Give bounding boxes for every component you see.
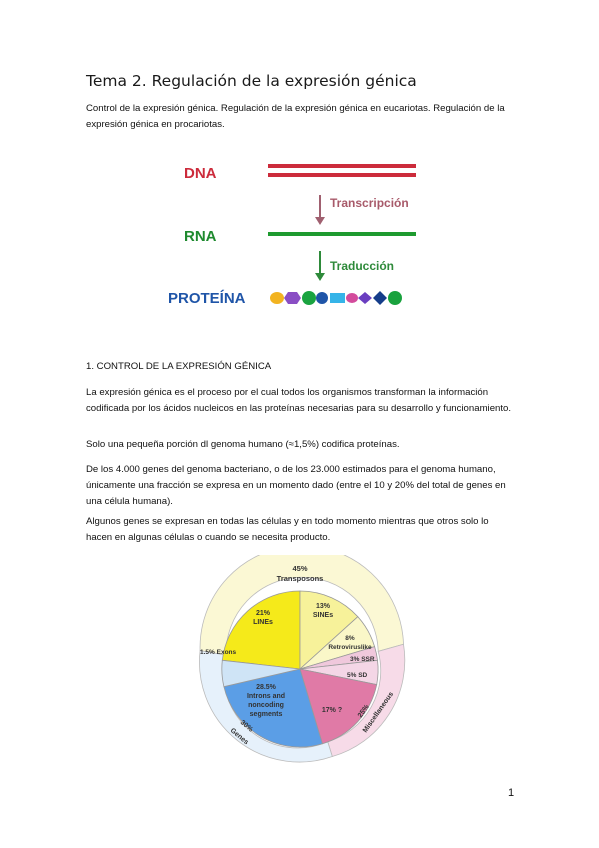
lines-percent: 21% — [256, 610, 271, 617]
protein-label: PROTEÍNA — [168, 290, 246, 307]
translation-arrowhead — [315, 273, 325, 281]
intro-paragraph: Control de la expresión génica. Regulaci… — [86, 103, 505, 130]
translation-label: Traducción — [330, 259, 394, 273]
sines-percent: 13% — [316, 603, 331, 610]
genome-composition-figure: 45% Transposons 25% Miscellaneous 30% Ge… — [199, 555, 406, 763]
introns-line1: Introns and — [247, 693, 285, 700]
section-heading: 1. CONTROL DE LA EXPRESIÓN GÉNICA — [86, 361, 272, 372]
introns-percent: 28.5% — [256, 684, 277, 691]
sines-slice — [299, 590, 359, 670]
dna-label: DNA — [184, 165, 217, 182]
lines-name: LINEs — [253, 619, 273, 626]
page-number: 1 — [508, 787, 515, 799]
unknown-slice — [299, 668, 378, 745]
retro-percent: 8% — [345, 635, 355, 642]
rna-label: RNA — [184, 228, 217, 245]
rna-strand — [268, 232, 416, 236]
transposons-percent: 45% — [292, 564, 307, 573]
dna-strand-top — [268, 164, 416, 168]
sines-name: SINEs — [313, 612, 333, 619]
paragraph-gene-fraction: De los 4.000 genes del genoma bacteriano… — [86, 464, 506, 507]
genes-ring — [199, 650, 333, 763]
transposons-name: Transposons — [277, 574, 324, 583]
retro-name: Retroviruslike — [328, 644, 372, 651]
protein-chain — [270, 291, 402, 305]
unknown-label: 17% ? — [322, 707, 342, 714]
transcription-label: Transcripción — [330, 196, 409, 210]
paragraph-genome-portion: Solo una pequeña porción dl genoma human… — [86, 439, 400, 450]
transcription-arrowhead — [315, 217, 325, 225]
introns-slice — [223, 668, 323, 748]
paragraph-gene-timing: Algunos genes se expresan en todas las c… — [86, 516, 489, 543]
central-dogma-diagram: DNA Transcripción RNA Traducción PROTEÍN… — [168, 164, 416, 307]
exons-slice — [221, 659, 301, 688]
lines-slice — [221, 590, 301, 670]
introns-line3: segments — [250, 711, 283, 718]
sd-label: 5% SD — [347, 672, 368, 679]
ssr-label: 3% SSR — [350, 656, 375, 663]
dna-strand-bottom — [268, 173, 416, 177]
page-title: Tema 2. Regulación de la expresión génic… — [86, 72, 417, 90]
transposons-ring — [199, 555, 404, 656]
exons-label: 1.5% Exons — [200, 649, 237, 656]
introns-line2: noncoding — [248, 702, 284, 709]
paragraph-gene-expression: La expresión génica es el proceso por el… — [86, 387, 512, 414]
